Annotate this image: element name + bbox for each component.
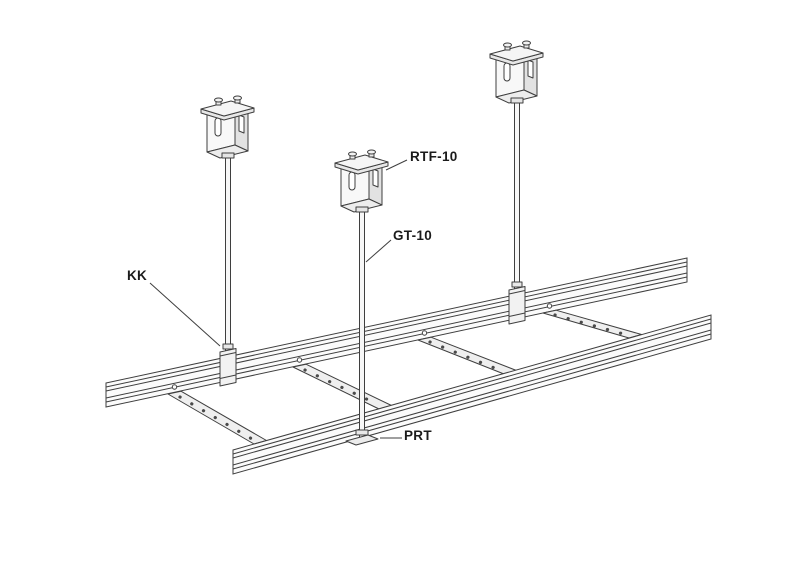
ceiling-brackets bbox=[200, 40, 544, 213]
rail-clamp bbox=[219, 343, 237, 387]
rail-clamps bbox=[219, 281, 526, 387]
label-bracket-rtf10: RTF-10 bbox=[410, 149, 458, 164]
ladder-rungs bbox=[167, 303, 642, 452]
ceiling-bracket bbox=[334, 149, 389, 213]
label-clamp-kk: KK bbox=[127, 268, 148, 283]
leader-kk bbox=[149, 282, 221, 347]
ceiling-bracket bbox=[489, 40, 544, 104]
label-rod-gt10: GT-10 bbox=[393, 228, 433, 243]
leader-gt10 bbox=[365, 239, 392, 263]
leader-rtf10 bbox=[385, 159, 408, 171]
ceiling-bracket bbox=[200, 95, 255, 159]
threaded-rod bbox=[225, 157, 231, 359]
leader-lines bbox=[149, 159, 408, 439]
rung bbox=[167, 384, 267, 452]
label-support-prt: PRT bbox=[404, 428, 432, 443]
threaded-rod bbox=[514, 102, 520, 298]
threaded-rod bbox=[359, 211, 365, 441]
support-foot bbox=[345, 429, 379, 446]
front-rail bbox=[232, 314, 712, 475]
rung bbox=[292, 357, 392, 417]
rail-clamp bbox=[508, 281, 526, 325]
back-rail bbox=[105, 257, 688, 408]
